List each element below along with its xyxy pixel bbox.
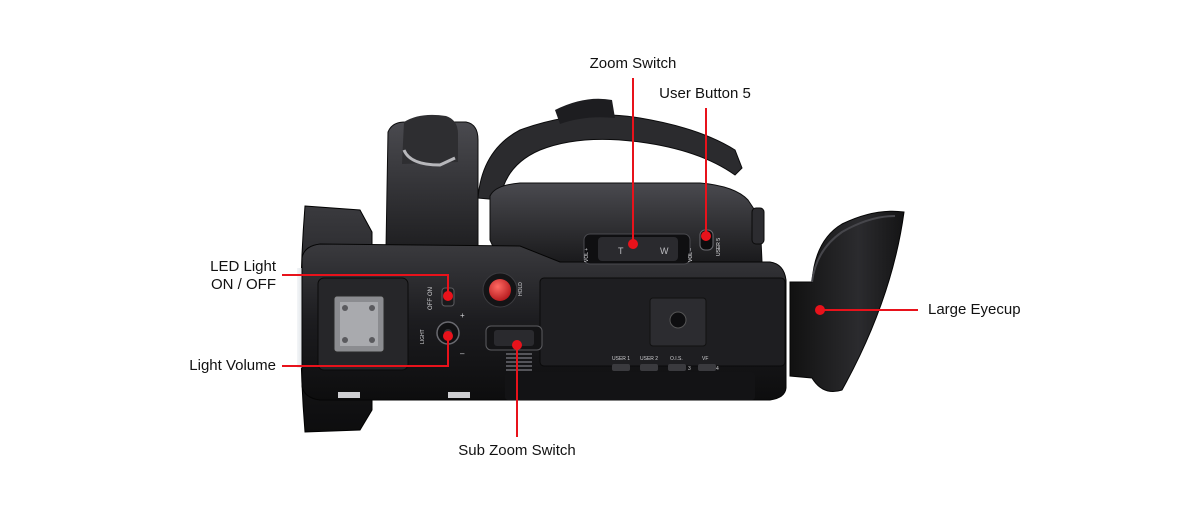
marking-user5: USER 5 — [716, 238, 722, 256]
marking-on: ON — [428, 287, 434, 296]
sub-zoom-ridges — [506, 353, 532, 371]
marking-light: LIGHT — [420, 329, 426, 344]
label-large-eyecup: Large Eyecup — [928, 301, 1048, 319]
label-user-button-5: User Button 5 — [645, 85, 765, 103]
label-light-volume: Light Volume — [130, 357, 276, 375]
marking-vol-minus: VOL – — [688, 248, 694, 262]
label-user-button-5-text: User Button 5 — [659, 85, 751, 102]
strap-top — [555, 98, 615, 124]
marking-vf: VF — [702, 356, 708, 362]
camera-illustration: USER 1 USER 2 O.I.S. VF 3 4 VOL + VOL – … — [297, 98, 905, 433]
handle-strap — [477, 114, 743, 201]
label-sub-zoom-switch: Sub Zoom Switch — [437, 442, 597, 460]
label-light-volume-text: Light Volume — [189, 357, 276, 374]
label-zoom-switch: Zoom Switch — [566, 55, 700, 73]
light-arm-top — [402, 114, 458, 164]
marking-4: 4 — [716, 366, 719, 372]
callout-lines — [282, 78, 918, 437]
bottom-plinth — [505, 372, 755, 400]
label-sub-zoom-switch-text: Sub Zoom Switch — [458, 442, 576, 459]
marking-plus: + — [460, 311, 465, 320]
label-led-light: LED Light ON / OFF — [150, 258, 276, 294]
marking-user2: USER 2 — [640, 356, 658, 362]
marking-zoom-w: W — [660, 246, 669, 256]
label-led-light-line2: ON / OFF — [211, 276, 276, 293]
marking-hold: HOLD — [518, 282, 524, 296]
rec-button — [489, 279, 511, 301]
marking-vol-plus: VOL + — [584, 248, 590, 262]
tripod-screw — [669, 311, 687, 329]
marking-ois: O.I.S. — [670, 356, 683, 362]
marking-3: 3 — [688, 366, 691, 372]
user-buttons-row: USER 1 USER 2 O.I.S. VF 3 4 — [612, 356, 719, 372]
label-led-light-line1: LED Light — [210, 258, 276, 275]
marking-off: OFF — [428, 298, 434, 310]
marking-minus: – — [460, 349, 465, 358]
marking-user1: USER 1 — [612, 356, 630, 362]
eyecup — [789, 210, 905, 392]
callout-line-light-volume — [282, 336, 449, 367]
label-large-eyecup-text: Large Eyecup — [928, 301, 1021, 318]
label-zoom-switch-text: Zoom Switch — [589, 55, 677, 72]
marking-zoom-t: T — [618, 246, 624, 256]
callout-line-led-light — [282, 274, 449, 296]
